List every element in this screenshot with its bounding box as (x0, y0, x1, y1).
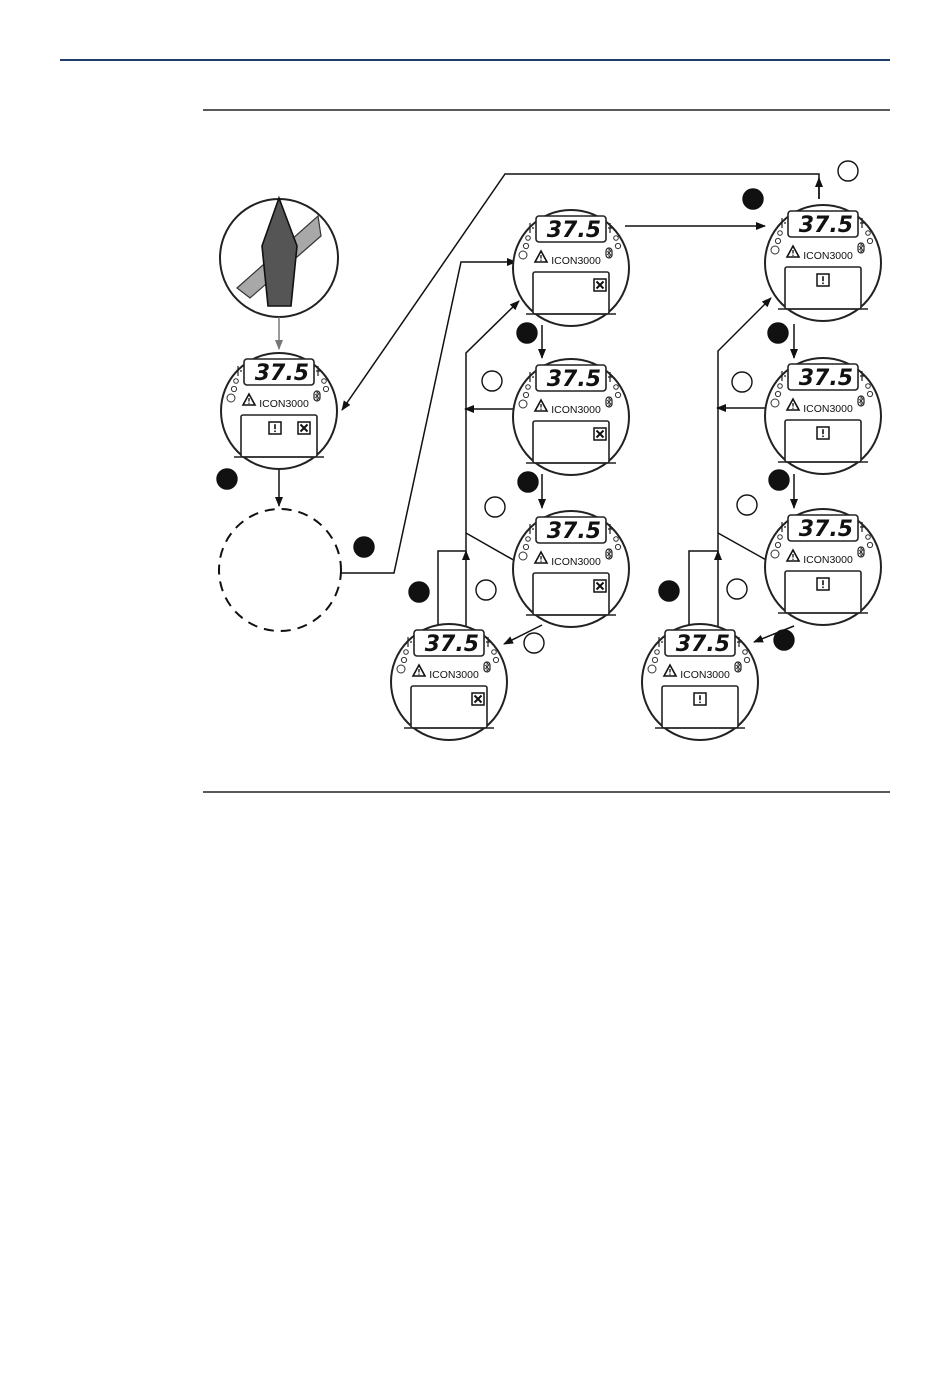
dashed-step-circle (219, 509, 341, 631)
step-marker-open (732, 372, 752, 392)
model-name: ICON3000 (551, 255, 601, 267)
step-marker-filled (743, 189, 763, 209)
alarm-box-icon (594, 428, 606, 440)
alarm-box-icon (594, 279, 606, 291)
lcd-value: 37.5 (425, 632, 479, 657)
step-marker-open (838, 161, 858, 181)
step-marker-filled (774, 630, 794, 650)
lcd-value: 37.5 (676, 632, 730, 657)
step-marker-filled (659, 581, 679, 601)
model-name: ICON3000 (551, 556, 601, 568)
lcd-value: 37.5 (547, 519, 601, 544)
exclamation-box-icon (817, 274, 829, 286)
model-name: ICON3000 (551, 404, 601, 416)
step-marker-open (727, 579, 747, 599)
step-marker-filled (517, 323, 537, 343)
model-name: ICON3000 (803, 403, 853, 415)
exclamation-box-icon (694, 693, 706, 705)
lcd-value: 37.5 (799, 517, 853, 542)
step-marker-filled (768, 323, 788, 343)
lcd-value: 37.5 (547, 367, 601, 392)
step-marker-filled (769, 470, 789, 490)
model-name: ICON3000 (803, 554, 853, 566)
setting-tool-icon (220, 198, 338, 317)
lcd-value: 37.5 (799, 213, 853, 238)
exclamation-box-icon (269, 422, 281, 434)
step-marker-open (524, 633, 544, 653)
step-marker-filled (217, 469, 237, 489)
exclamation-box-icon (817, 578, 829, 590)
model-name: ICON3000 (429, 669, 479, 681)
step-marker-open (476, 580, 496, 600)
alarm-box-icon (298, 422, 310, 434)
step-marker-open (485, 497, 505, 517)
alarm-box-icon (472, 693, 484, 705)
model-name: ICON3000 (259, 398, 309, 410)
step-marker-filled (518, 472, 538, 492)
lcd-value: 37.5 (255, 361, 309, 386)
lcd-value: 37.5 (547, 218, 601, 243)
exclamation-box-icon (817, 427, 829, 439)
alarm-box-icon (594, 580, 606, 592)
model-name: ICON3000 (680, 669, 730, 681)
step-marker-open (482, 371, 502, 391)
step-marker-filled (354, 537, 374, 557)
model-name: ICON3000 (803, 250, 853, 262)
step-marker-open (737, 495, 757, 515)
step-marker-filled (409, 582, 429, 602)
lcd-value: 37.5 (799, 366, 853, 391)
